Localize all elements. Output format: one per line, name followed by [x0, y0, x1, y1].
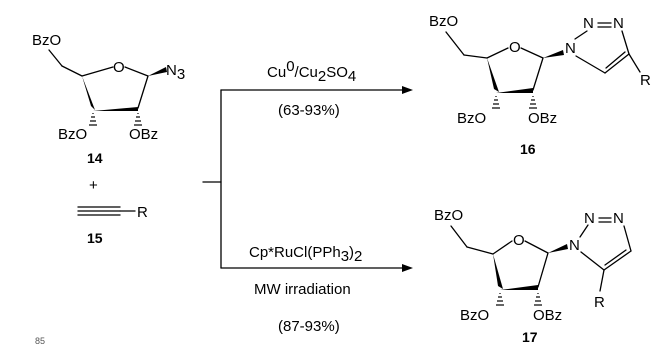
wedge-bond: [548, 244, 568, 253]
r-group: R: [137, 204, 148, 221]
compound-16: BzO O BzO OBz N N N: [429, 13, 651, 157]
azide-wedge-bond: [148, 67, 167, 76]
hashed-bond: [492, 96, 500, 109]
wedge-bond: [543, 50, 564, 58]
triazole-n2: N: [583, 15, 594, 32]
bond: [628, 53, 641, 73]
ring-wedge-bond: [93, 107, 138, 111]
reaction-conditions-line2: MW irradiation: [254, 281, 351, 298]
arrowhead: [402, 264, 413, 272]
ring-bond: [124, 66, 149, 77]
bond: [450, 225, 468, 248]
bond: [61, 65, 83, 77]
triazole-n3: N: [613, 15, 624, 32]
bzo-group: BzO: [58, 126, 87, 143]
catalyst-text: SO: [326, 64, 348, 81]
ring-bond: [532, 57, 544, 91]
triazole-n3: N: [613, 210, 624, 227]
ring-wedge-bond: [493, 254, 503, 289]
hashed-bond: [529, 96, 537, 109]
subscript: 3: [341, 248, 349, 265]
azide-group: N3: [166, 62, 185, 83]
obz-group: OBz: [129, 126, 158, 143]
reaction-yield: (63-93%): [278, 102, 340, 119]
compound-number: 16: [520, 141, 536, 157]
ring-oxygen: O: [513, 232, 525, 249]
ring-oxygen: O: [113, 59, 125, 76]
r-group: R: [594, 294, 605, 311]
bond: [463, 54, 488, 59]
ring-bond: [575, 55, 606, 74]
obz-group: OBz: [528, 110, 557, 127]
r-group: R: [640, 72, 651, 89]
reaction-yield: (87-93%): [278, 318, 340, 335]
ring-bond: [623, 225, 632, 252]
catalyst-text: Cp*RuCl(PPh: [249, 244, 341, 261]
ring-bond: [81, 66, 114, 77]
subscript: 4: [348, 68, 356, 85]
ring-bond: [580, 251, 605, 271]
ring-bond: [621, 30, 630, 55]
compound-14: BzO O N3 BzO OBz 14: [32, 32, 185, 166]
ring-wedge-bond: [500, 285, 538, 290]
compound-15: R 15: [77, 204, 148, 246]
ring-bond: [524, 240, 549, 254]
compound-number: 14: [87, 150, 103, 166]
ring-wedge-bond: [487, 58, 499, 92]
bond: [48, 49, 63, 67]
ring-bond: [520, 47, 544, 59]
superscript: 0: [286, 58, 294, 75]
arrowhead: [402, 86, 413, 94]
ring-oxygen: O: [509, 39, 521, 56]
bzo-group: BzO: [32, 32, 61, 49]
triazole-n2: N: [584, 210, 595, 227]
ring-bond: [604, 53, 630, 74]
ring-bond: [486, 47, 509, 59]
ring-bond: [492, 240, 513, 255]
compound-number: 15: [87, 230, 103, 246]
bzo-group: BzO: [460, 307, 489, 324]
ring-wedge-bond: [82, 76, 95, 110]
ring-bond: [605, 51, 626, 69]
catalyst-text: /Cu: [295, 64, 318, 81]
reaction-conditions: Cp*RuCl(PPh3)2: [249, 244, 362, 265]
catalyst-text: ): [349, 244, 354, 261]
plus-sign: +: [89, 177, 98, 194]
bond: [599, 269, 605, 292]
hashed-bond: [89, 113, 97, 126]
triazole-n1: N: [569, 237, 580, 254]
ring-bond: [137, 75, 149, 109]
ring-wedge-bond: [496, 88, 533, 93]
bzo-group: BzO: [429, 13, 458, 30]
ring-bond: [604, 249, 627, 266]
hashed-bond: [134, 113, 142, 126]
bond: [445, 31, 465, 56]
obz-group: OBz: [533, 307, 562, 324]
hashed-bond: [496, 293, 504, 306]
bond: [466, 246, 494, 255]
reaction-arrows: [202, 86, 413, 272]
ring-bond: [574, 30, 588, 40]
azide-n: N: [166, 62, 177, 79]
compound-number: 17: [522, 329, 538, 345]
bzo-group: BzO: [434, 207, 463, 224]
bzo-group: BzO: [457, 110, 486, 127]
subscript: 2: [318, 68, 326, 85]
ring-bond: [603, 250, 632, 271]
subscript: 2: [354, 248, 362, 265]
ring-bond: [579, 224, 589, 238]
compound-17: BzO O BzO OBz N N N: [434, 207, 632, 345]
page-number: 85: [35, 336, 45, 346]
catalyst-text: Cu: [267, 64, 286, 81]
triazole-n1: N: [565, 40, 576, 57]
hashed-bond: [534, 293, 542, 306]
reaction-conditions: Cu0/Cu2SO4: [267, 58, 356, 85]
ring-bond: [537, 252, 549, 288]
azide-subscript: 3: [177, 66, 185, 83]
